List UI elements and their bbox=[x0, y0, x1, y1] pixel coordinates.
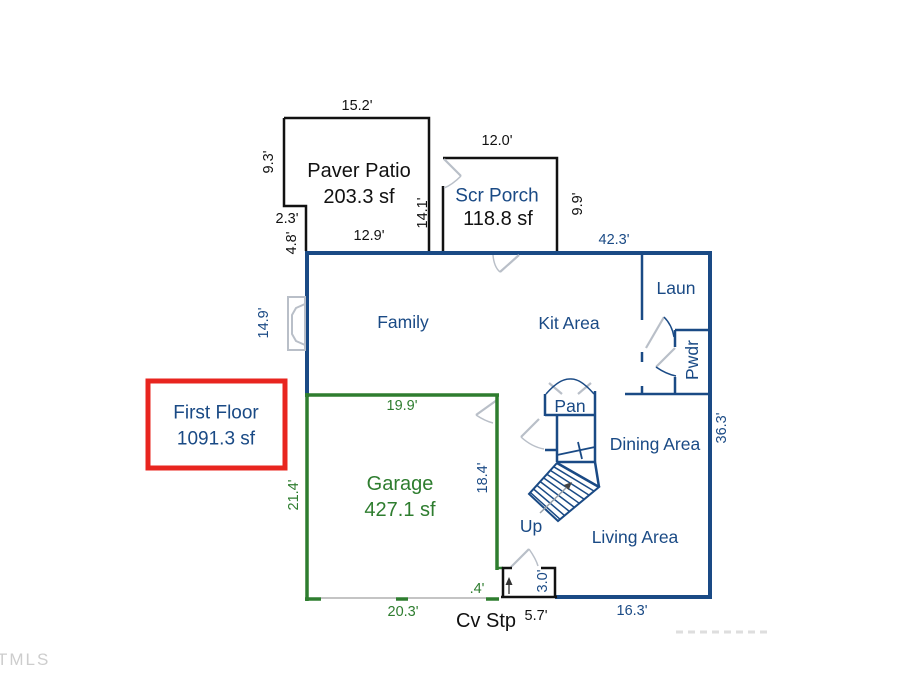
room-dining: Dining Area bbox=[610, 434, 701, 454]
powder-door-icon bbox=[655, 347, 677, 377]
garage-name: Garage bbox=[367, 473, 434, 495]
patio-dim-bottom: 12.9' bbox=[354, 228, 385, 244]
patio-dim-top: 15.2' bbox=[342, 98, 373, 114]
house-dim-right: 36.3' bbox=[714, 412, 730, 443]
summary-box bbox=[145, 378, 288, 471]
covered-stoop-outline bbox=[501, 566, 557, 599]
corner-watermark: TMLS bbox=[0, 650, 50, 669]
paver-patio-outline bbox=[282, 116, 431, 251]
stair-hall-door-icon bbox=[520, 418, 545, 450]
bay-window-icon bbox=[287, 296, 306, 351]
garage-entry-door-icon bbox=[475, 399, 498, 424]
garage-dim-top: 19.9' bbox=[387, 398, 418, 414]
room-powder: Pwdr bbox=[682, 340, 702, 380]
room-kitchen: Kit Area bbox=[538, 313, 600, 333]
room-living: Living Area bbox=[592, 527, 679, 547]
patio-dim-notch-w: 2.3' bbox=[276, 211, 299, 227]
room-family: Family bbox=[377, 312, 429, 332]
house-dim-left: 14.9' bbox=[256, 307, 272, 338]
porch-entry-door-icon bbox=[443, 158, 462, 189]
house-dim-top: 42.3' bbox=[599, 232, 630, 248]
patio-dim-right: 14.1' bbox=[415, 197, 431, 228]
garage-dim-bottom: 20.3' bbox=[388, 604, 419, 620]
staircase bbox=[527, 441, 601, 523]
patio-dim-left: 9.3' bbox=[261, 150, 277, 173]
kitchen-entry-door-icon bbox=[492, 254, 520, 273]
stair-treads bbox=[529, 466, 595, 520]
stoop-dim-w: 5.7' bbox=[525, 608, 548, 624]
stoop-pointer-arrow-icon bbox=[505, 577, 513, 594]
house-exterior-walls bbox=[305, 251, 712, 599]
porch-dim-top: 12.0' bbox=[482, 133, 513, 149]
room-laundry: Laun bbox=[657, 278, 696, 298]
house-dim-stair-wall: 18.4' bbox=[475, 462, 491, 493]
stair-up-arrow-icon bbox=[539, 482, 572, 514]
garage-area: 427.1 sf bbox=[364, 499, 436, 521]
stoop-door-icon bbox=[510, 548, 539, 568]
patio-area: 203.3 sf bbox=[323, 186, 395, 208]
porch-area: 118.8 sf bbox=[463, 208, 533, 230]
porch-name: Scr Porch bbox=[455, 186, 538, 207]
stairs-up-label: Up bbox=[520, 516, 542, 536]
summary-area: 1091.3 sf bbox=[177, 429, 256, 450]
laundry-door-icon bbox=[645, 316, 675, 349]
stoop-label: Cv Stp bbox=[456, 610, 516, 632]
garage-dim-stub: .4' bbox=[470, 581, 485, 597]
garage-outline bbox=[305, 393, 503, 601]
scr-porch-outline bbox=[441, 156, 559, 251]
patio-dim-notch-h: 4.8' bbox=[284, 231, 300, 254]
garage-dim-left: 21.4' bbox=[286, 479, 302, 510]
room-pantry: Pan bbox=[554, 396, 585, 416]
porch-dim-right: 9.9' bbox=[570, 192, 586, 215]
patio-name: Paver Patio bbox=[307, 160, 410, 182]
pantry-double-door-icon bbox=[545, 378, 595, 395]
stoop-dim-h: 3.0' bbox=[535, 569, 551, 592]
house-dim-bottom-right: 16.3' bbox=[617, 603, 648, 619]
summary-title: First Floor bbox=[173, 403, 259, 424]
